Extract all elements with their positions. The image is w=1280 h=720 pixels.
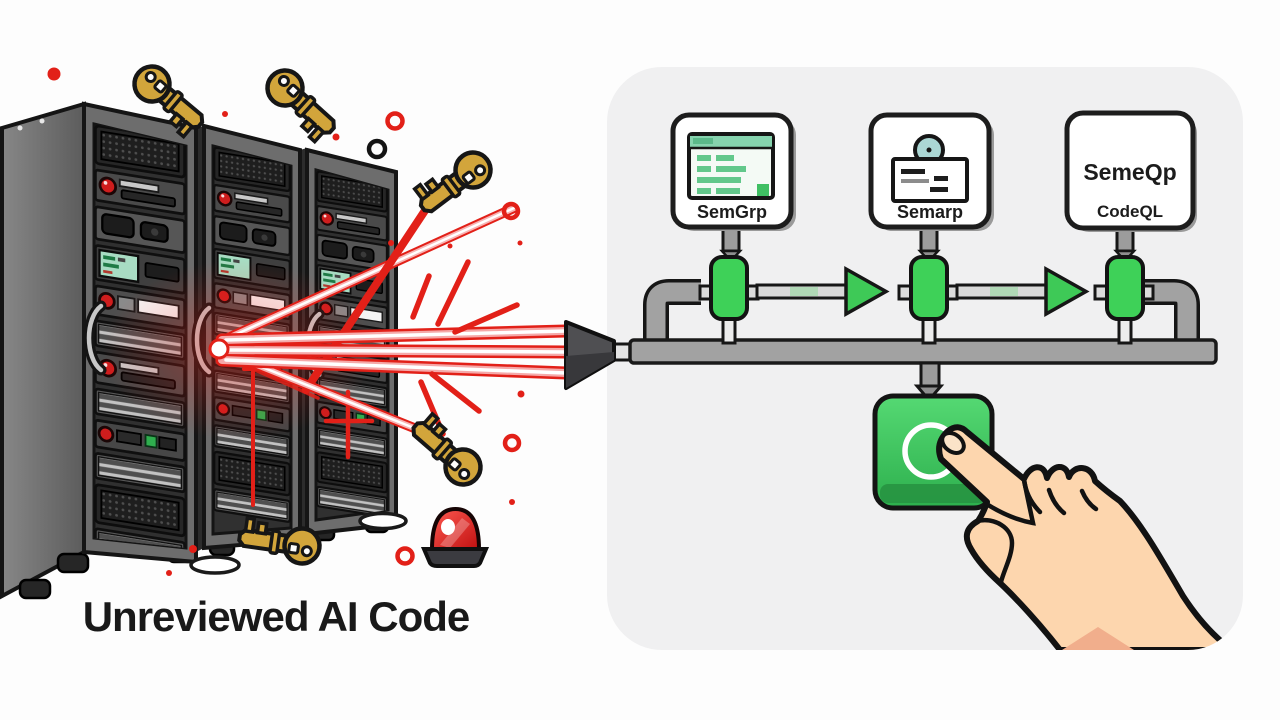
alarm-light-icon [420, 506, 490, 568]
decorative-dots [47, 67, 525, 576]
scan-results-window-icon [687, 132, 775, 200]
tool-box-sublabel: CodeQL [1097, 202, 1163, 221]
funnel-icon [564, 320, 616, 390]
caption-text: Unreviewed AI Code [83, 593, 470, 640]
pressing-hand [936, 424, 1235, 650]
valve-1 [709, 255, 749, 321]
flow-arrow-icon [955, 266, 1090, 317]
pipe-elbow-right [1142, 279, 1200, 344]
laser-source-flash [208, 338, 230, 360]
tool-box-label: Semarp [897, 202, 963, 222]
flow-arrow-icon [755, 266, 890, 317]
pipeline-panel: SemGrp Semarp SemeQp CodeQL [607, 67, 1243, 650]
laser-beam [223, 203, 519, 343]
tool-box-semarp: Semarp [868, 112, 994, 231]
floor-shadows [189, 511, 408, 575]
valve-3 [1105, 255, 1145, 321]
laser-beam-bundle [215, 324, 573, 380]
key-icon [411, 143, 498, 221]
tool-box-semeqp-codeql: SemeQp CodeQL [1064, 110, 1197, 232]
tool-box-label: SemeQp [1083, 159, 1176, 185]
id-card-scan-icon [891, 134, 969, 203]
tool-box-label: SemGrp [697, 202, 767, 222]
key-icon [404, 411, 489, 492]
pipe-elbow-left [643, 279, 701, 344]
rack-side-panel [0, 101, 86, 600]
wrist-shading [1062, 627, 1134, 650]
hand-creases [974, 476, 1099, 585]
key-icon [259, 63, 344, 145]
fingernail [940, 431, 966, 455]
laser-beams [208, 202, 573, 437]
tool-box-semgrp: SemGrp [670, 112, 796, 231]
pipe-stub-to-button [913, 361, 945, 403]
valve-2 [909, 255, 949, 321]
